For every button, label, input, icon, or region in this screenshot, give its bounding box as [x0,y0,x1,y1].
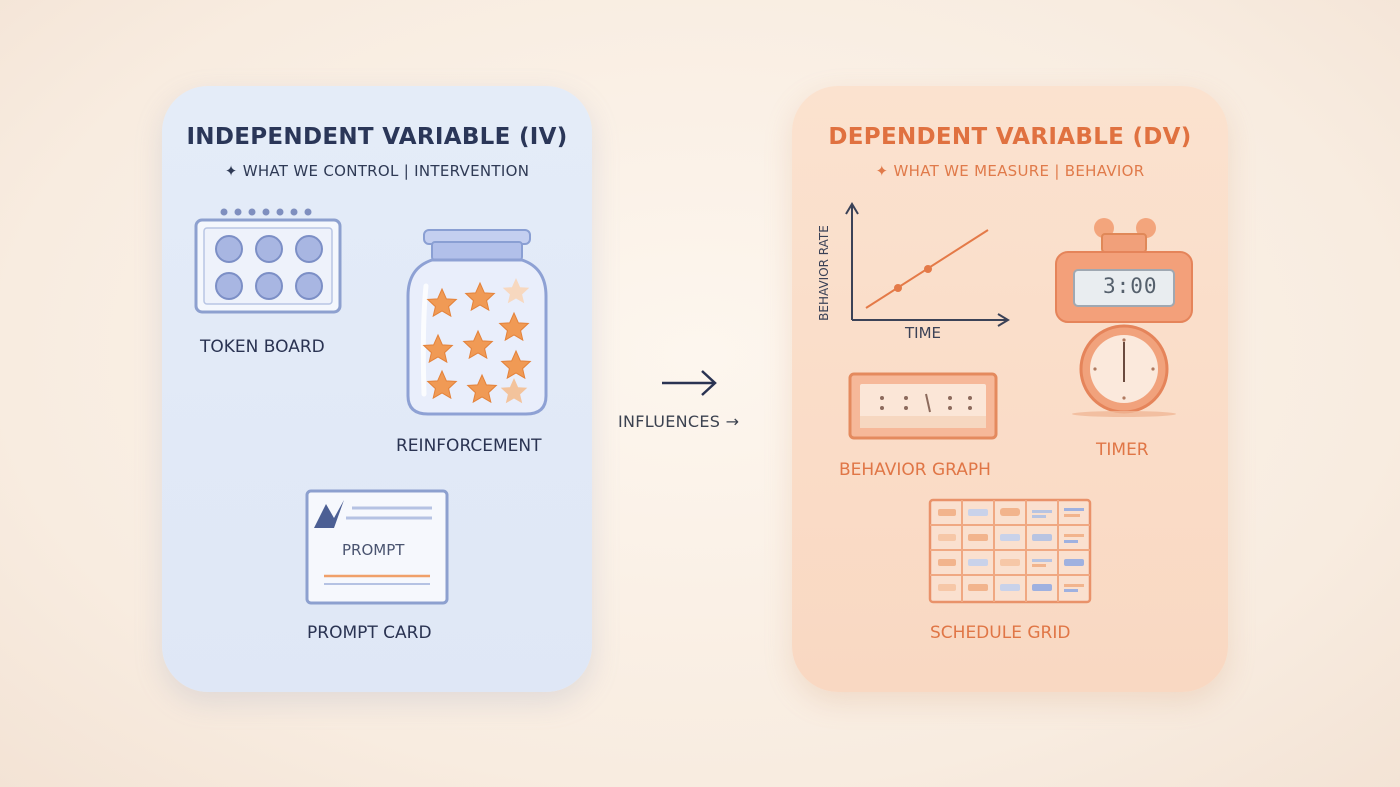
token-board-label: TOKEN BOARD [200,337,325,357]
prompt-card-label: PROMPT CARD [307,623,432,643]
timer-icon [1055,218,1193,417]
dv-title: DEPENDENT VARIABLE (DV) [828,124,1192,150]
dv-panel: DEPENDENT VARIABLE (DV) ✦ WHAT WE MEASUR… [792,86,1228,692]
prompt-card-icon [305,489,449,605]
iv-title: INDEPENDENT VARIABLE (IV) [186,124,568,150]
influences-label: INFLUENCES → [618,412,740,431]
behavior-graph-label: BEHAVIOR GRAPH [839,460,991,480]
reinforcement-label: REINFORCEMENT [396,436,542,456]
arrow-right-icon [662,370,717,396]
reinforcement-jar-icon [406,229,548,416]
timer-display: 3:00 [1103,274,1158,298]
schedule-grid-label: SCHEDULE GRID [930,623,1071,643]
graph-x-axis-label: TIME [905,324,942,342]
timer-label: TIMER [1096,440,1149,460]
iv-panel: INDEPENDENT VARIABLE (IV) ✦ WHAT WE CONT… [162,86,592,692]
iv-subtitle: ✦ WHAT WE CONTROL | INTERVENTION [224,162,530,180]
prompt-card-text: PROMPT [342,541,405,559]
dv-subtitle: ✦ WHAT WE MEASURE | BEHAVIOR [875,162,1145,180]
token-board-icon [194,208,342,314]
behavior-rate-graph-icon [845,202,1010,327]
behavior-tally-icon [848,372,998,440]
schedule-grid-icon [928,498,1092,604]
graph-y-axis-label: BEHAVIOR RATE [816,225,831,321]
